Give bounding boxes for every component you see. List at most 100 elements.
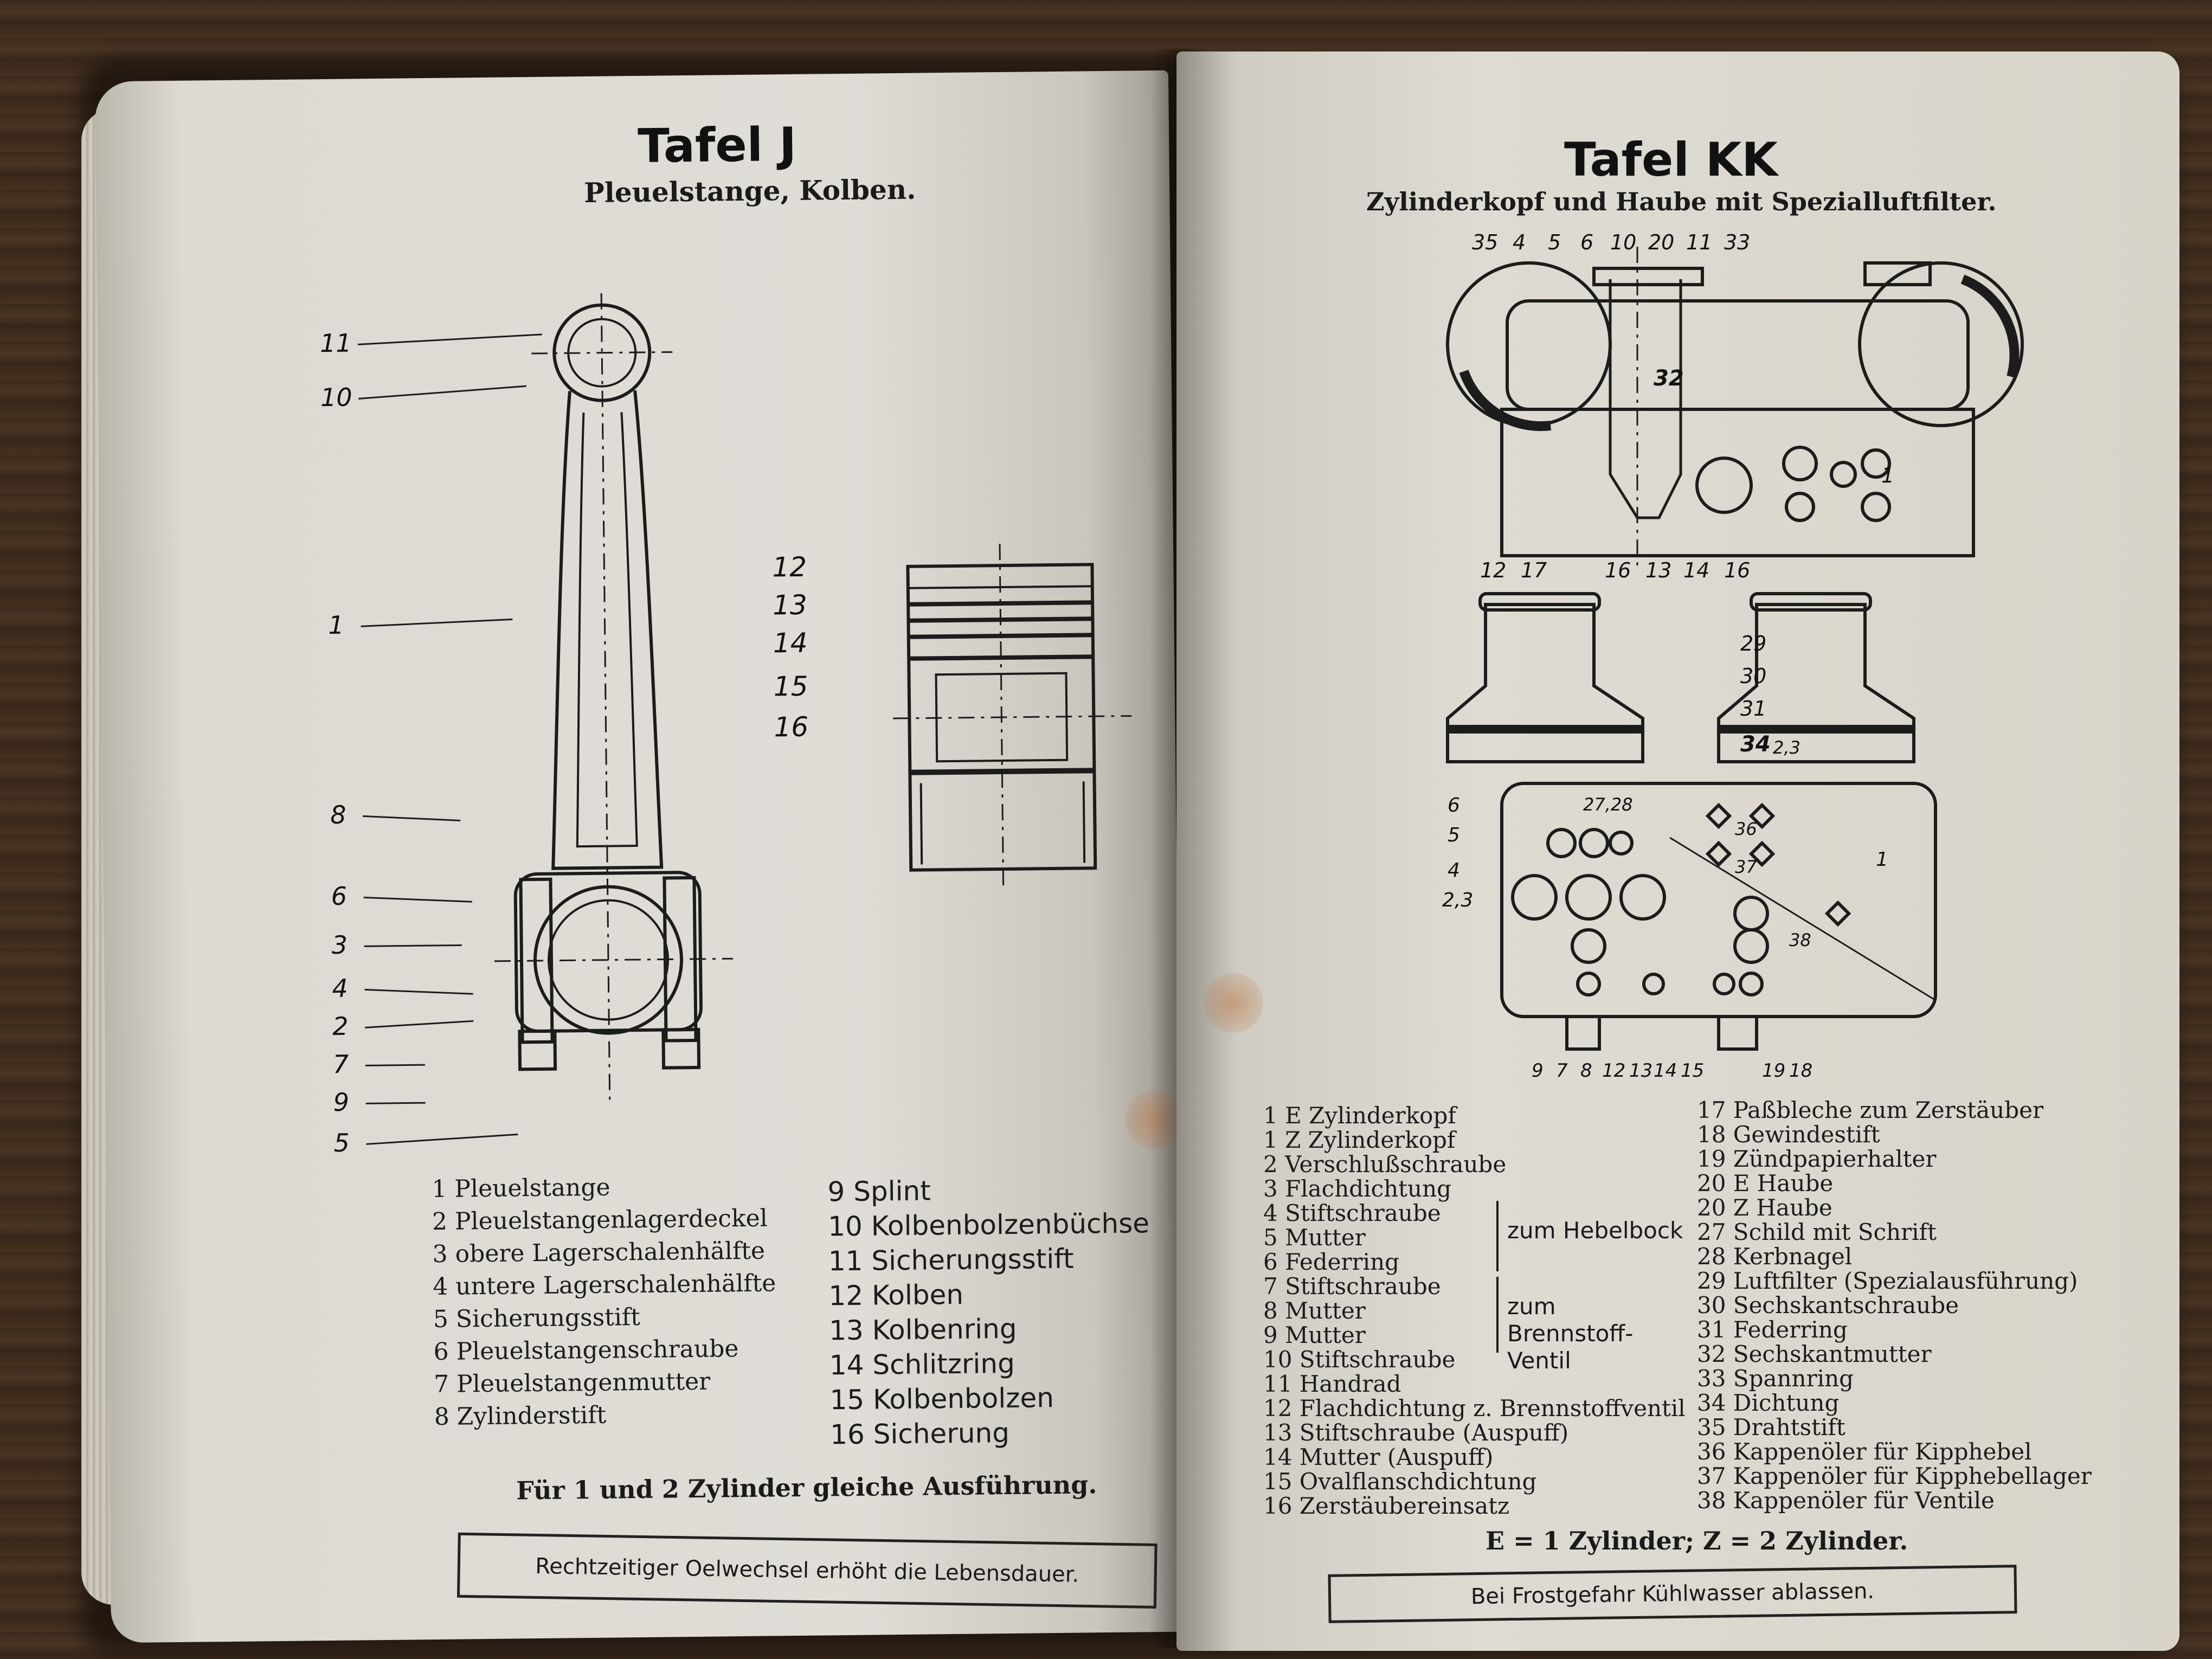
- bracket-hebelbock: [1491, 1201, 1499, 1271]
- left-legend-column-2: 9 Splint 10 Kolbenbolzenbüchse 11 Sicher…: [827, 1171, 1152, 1452]
- legend-item: 12 Flachdichtung z. Brennstoffventil: [1263, 1395, 1686, 1422]
- legend-item: 15 Ovalflanschdichtung: [1263, 1468, 1537, 1495]
- legend-item: 7 Stiftschraube: [1263, 1273, 1441, 1300]
- legend-item: 17 Paßbleche zum Zerstäuber: [1697, 1097, 2044, 1123]
- callout-6: 6: [331, 881, 348, 911]
- callout-14: 14: [773, 627, 808, 659]
- legend-item: 35 Drahtstift: [1697, 1414, 1846, 1441]
- callout-20: 20: [1648, 230, 1675, 254]
- callout-2-3-mid: 2,3: [1773, 737, 1801, 758]
- connecting-rod-drawing: [494, 293, 733, 1107]
- stain: [1204, 973, 1263, 1033]
- legend-item: 30 Sechskantschraube: [1697, 1292, 1959, 1319]
- legend-item: 16 Sicherung: [829, 1417, 1010, 1451]
- callout-2-3-plan: 2,3: [1442, 889, 1474, 911]
- callout-27-28: 27,28: [1583, 794, 1633, 815]
- callout-5: 5: [333, 1128, 350, 1158]
- legend-item: 11 Sicherungsstift: [828, 1243, 1074, 1277]
- legend-item: 5 Sicherungsstift: [433, 1303, 641, 1334]
- callout-5-plan: 5: [1448, 824, 1460, 846]
- legend-item: 8 Mutter: [1263, 1297, 1366, 1324]
- callout-17-top: 17: [1521, 558, 1547, 582]
- legend-item: 31 Federring: [1697, 1316, 1848, 1343]
- callout-13-plan: 13: [1629, 1060, 1653, 1082]
- legend-item: 11 Handrad: [1263, 1371, 1401, 1397]
- callout-31: 31: [1740, 697, 1767, 721]
- callout-1-top: 1: [1881, 464, 1895, 487]
- callout-6-plan: 6: [1448, 794, 1460, 816]
- legend-item: 9 Mutter: [1263, 1322, 1366, 1348]
- legend-item: 4 untere Lagerschalenhälfte: [433, 1269, 776, 1301]
- legend-item: 6 Federring: [1263, 1249, 1400, 1275]
- right-page-subtitle: Zylinderkopf und Haube mit Spezialluftfi…: [1366, 187, 1997, 216]
- right-page-note: E = 1 Zylinder; Z = 2 Zylinder.: [1486, 1526, 1908, 1555]
- legend-item: 15 Kolbenbolzen: [829, 1382, 1054, 1416]
- legend-item: 1 E Zylinderkopf: [1263, 1102, 1456, 1129]
- callout-34: 34: [1740, 732, 1771, 757]
- callout-19-plan: 19: [1762, 1060, 1786, 1082]
- legend-item: 4 Stiftschraube: [1263, 1200, 1441, 1226]
- callout-1-plan: 1: [1876, 848, 1888, 871]
- callout-16-top: 16: [1605, 558, 1631, 582]
- bracket-brennstoff: [1491, 1277, 1499, 1353]
- callout-8-plan: 8: [1580, 1060, 1592, 1082]
- legend-item: 9 Splint: [827, 1175, 931, 1208]
- legend-item: 2 Pleuelstangenlagerdeckel: [432, 1204, 768, 1236]
- legend-item: 5 Mutter: [1263, 1224, 1366, 1251]
- callout-4: 4: [1513, 230, 1526, 254]
- callout-12: 12: [772, 551, 807, 583]
- legend-item: 19 Zündpapierhalter: [1697, 1146, 1937, 1172]
- callout-12-top: 12: [1480, 558, 1507, 582]
- legend-item: 1 Z Zylinderkopf: [1263, 1127, 1456, 1153]
- callout-36: 36: [1735, 819, 1757, 839]
- left-page-note: Für 1 und 2 Zylinder gleiche Ausführung.: [516, 1470, 1097, 1506]
- callout-38: 38: [1789, 930, 1811, 950]
- legend-item: 34 Dichtung: [1697, 1390, 1840, 1416]
- legend-item: 13 Kolbenring: [828, 1313, 1017, 1347]
- callout-14-top: 14: [1683, 558, 1710, 582]
- legend-item: 32 Sechskantmutter: [1697, 1341, 1932, 1367]
- cylinder-head-hood-drawing: [1446, 247, 2024, 572]
- legend-item: 16 Zerstäubereinsatz: [1263, 1493, 1510, 1519]
- callout-2: 2: [332, 1011, 349, 1041]
- legend-item: 2 Verschlußschraube: [1263, 1151, 1507, 1178]
- air-filters-drawing: [1446, 592, 1915, 763]
- callout-5: 5: [1548, 230, 1561, 254]
- callout-13-top: 13: [1645, 558, 1672, 582]
- legend-item: 28 Kerbnagel: [1697, 1243, 1853, 1270]
- legend-item: 8 Zylinderstift: [434, 1401, 607, 1431]
- legend-item: 20 E Haube: [1697, 1170, 1834, 1197]
- legend-item: 14 Mutter (Auspuff): [1263, 1444, 1494, 1470]
- legend-item: 13 Stiftschraube (Auspuff): [1263, 1419, 1569, 1446]
- left-page: Tafel J Pleuelstange, Kolben. 11 10 1 8 …: [94, 70, 1185, 1643]
- callout-9: 9: [333, 1087, 350, 1117]
- callout-15-plan: 15: [1681, 1060, 1705, 1082]
- left-page-boxed-note: Rechtzeitiger Oelwechsel erhöht die Lebe…: [456, 1532, 1158, 1609]
- piston-drawing: [893, 543, 1132, 891]
- callout-10: 10: [1610, 230, 1637, 254]
- callout-35: 35: [1472, 230, 1499, 254]
- legend-item: 33 Spannring: [1697, 1365, 1854, 1392]
- right-legend-column-1: 1 E Zylinderkopf 1 Z Zylinderkopf 2 Vers…: [1263, 1103, 1686, 1518]
- legend-item: 10 Kolbenbolzenbüchse: [827, 1207, 1150, 1243]
- right-page-boxed-note: Bei Frostgefahr Kühlwasser ablassen.: [1328, 1565, 2017, 1623]
- legend-item: 3 obere Lagerschalenhälfte: [432, 1237, 766, 1269]
- legend-item: 20 Z Haube: [1697, 1194, 1832, 1221]
- callout-12-plan: 12: [1602, 1060, 1626, 1082]
- legend-item: 29 Luftfilter (Spezialausführung): [1697, 1268, 2078, 1294]
- legend-item: 27 Schild mit Schrift: [1697, 1219, 1937, 1245]
- callout-16b-top: 16: [1724, 558, 1751, 582]
- callout-4: 4: [332, 973, 349, 1003]
- callout-33: 33: [1724, 230, 1751, 254]
- callout-30: 30: [1740, 664, 1767, 688]
- legend-item: 14 Schlitzring: [829, 1347, 1015, 1381]
- callout-9-plan: 9: [1532, 1060, 1544, 1082]
- legend-item: 7 Pleuelstangenmutter: [433, 1367, 711, 1399]
- legend-item: 6 Pleuelstangenschraube: [433, 1335, 739, 1366]
- bracket-label-hebelbock: zum Hebelbock: [1507, 1217, 1683, 1244]
- rod-callout-leaders: [357, 333, 542, 1145]
- callout-4-plan: 4: [1448, 859, 1460, 882]
- callout-11: 11: [1686, 230, 1713, 254]
- callout-14-plan: 14: [1654, 1060, 1677, 1082]
- callout-16: 16: [774, 711, 809, 743]
